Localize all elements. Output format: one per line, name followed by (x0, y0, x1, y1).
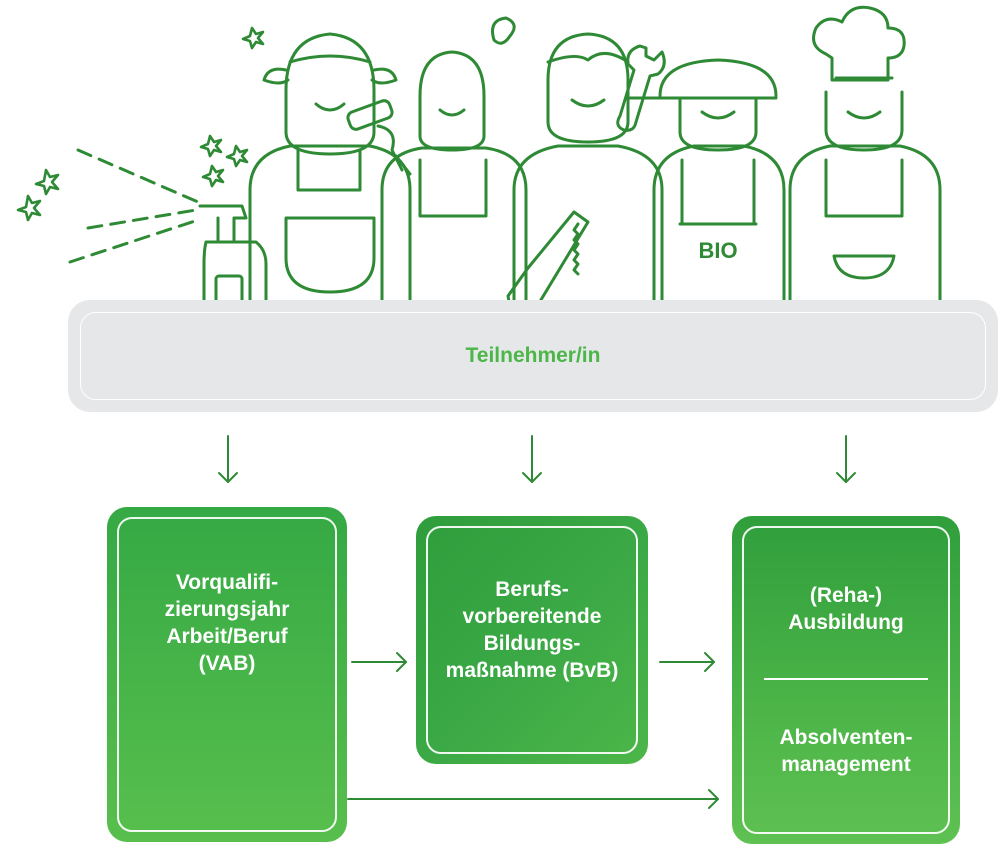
down-arrow-left (218, 435, 238, 483)
workers-illustration: BIO (16, 5, 942, 330)
bvb-box-frame (426, 526, 638, 754)
ausbildung-line-2: Ausbildung (788, 611, 904, 634)
vab-line-1: Vorqualifi- (175, 571, 279, 594)
bvb-line-1: Berufs- (495, 578, 569, 601)
absolventen-line-2: management (781, 753, 911, 776)
right-arrow-vab-to-ausbildung (347, 789, 719, 809)
vab-box-frame (117, 517, 337, 832)
ausbildung-box-frame (742, 526, 950, 834)
wrench-icon (616, 44, 666, 132)
sparkle-icon (16, 26, 265, 222)
bvb-line-4: maßnahme (BvB) (445, 659, 619, 682)
participant-bar-inner (80, 312, 986, 400)
ausbildung-top-text: (Reha-) Ausbildung (732, 582, 960, 636)
person-worker (491, 16, 664, 302)
person-farmer (628, 58, 786, 302)
ausbildung-divider (764, 678, 928, 680)
bvb-box: Berufs- vorbereitende Bildungs- maßnahme… (416, 516, 648, 764)
participant-bar: Teilnehmer/in (68, 300, 998, 412)
vab-line-4: (VAB) (198, 652, 256, 675)
ausbildung-line-1: (Reha-) (809, 584, 883, 607)
chef-hat-icon (812, 5, 906, 82)
bvb-box-text: Berufs- vorbereitende Bildungs- maßnahme… (416, 576, 648, 684)
vab-box: Vorqualifi- zierungsjahr Arbeit/Beruf (V… (107, 507, 347, 842)
absolventen-line-1: Absolventen- (779, 726, 913, 749)
paint-roller-icon (346, 99, 412, 176)
down-arrow-center (522, 435, 542, 483)
right-arrow-vab-to-bvb (351, 652, 407, 672)
down-arrow-right (836, 435, 856, 483)
bvb-line-3: Bildungs- (483, 632, 581, 655)
vab-box-text: Vorqualifi- zierungsjahr Arbeit/Beruf (V… (107, 569, 347, 677)
vab-line-3: Arbeit/Beruf (166, 625, 288, 648)
absolventen-text: Absolventen- management (732, 724, 960, 778)
ausbildung-box: (Reha-) Ausbildung Absolventen- manageme… (732, 516, 960, 844)
bvb-line-2: vorbereitende (462, 605, 602, 628)
person-cleaner (248, 32, 412, 302)
participant-label: Teilnehmer/in (465, 344, 601, 367)
apron-label: BIO (698, 238, 737, 263)
person-chef (788, 5, 942, 302)
right-arrow-bvb-to-ausbildung (659, 652, 715, 672)
person-painter (380, 50, 528, 302)
spray-mist (68, 148, 200, 264)
vab-line-2: zierungsjahr (164, 598, 290, 621)
